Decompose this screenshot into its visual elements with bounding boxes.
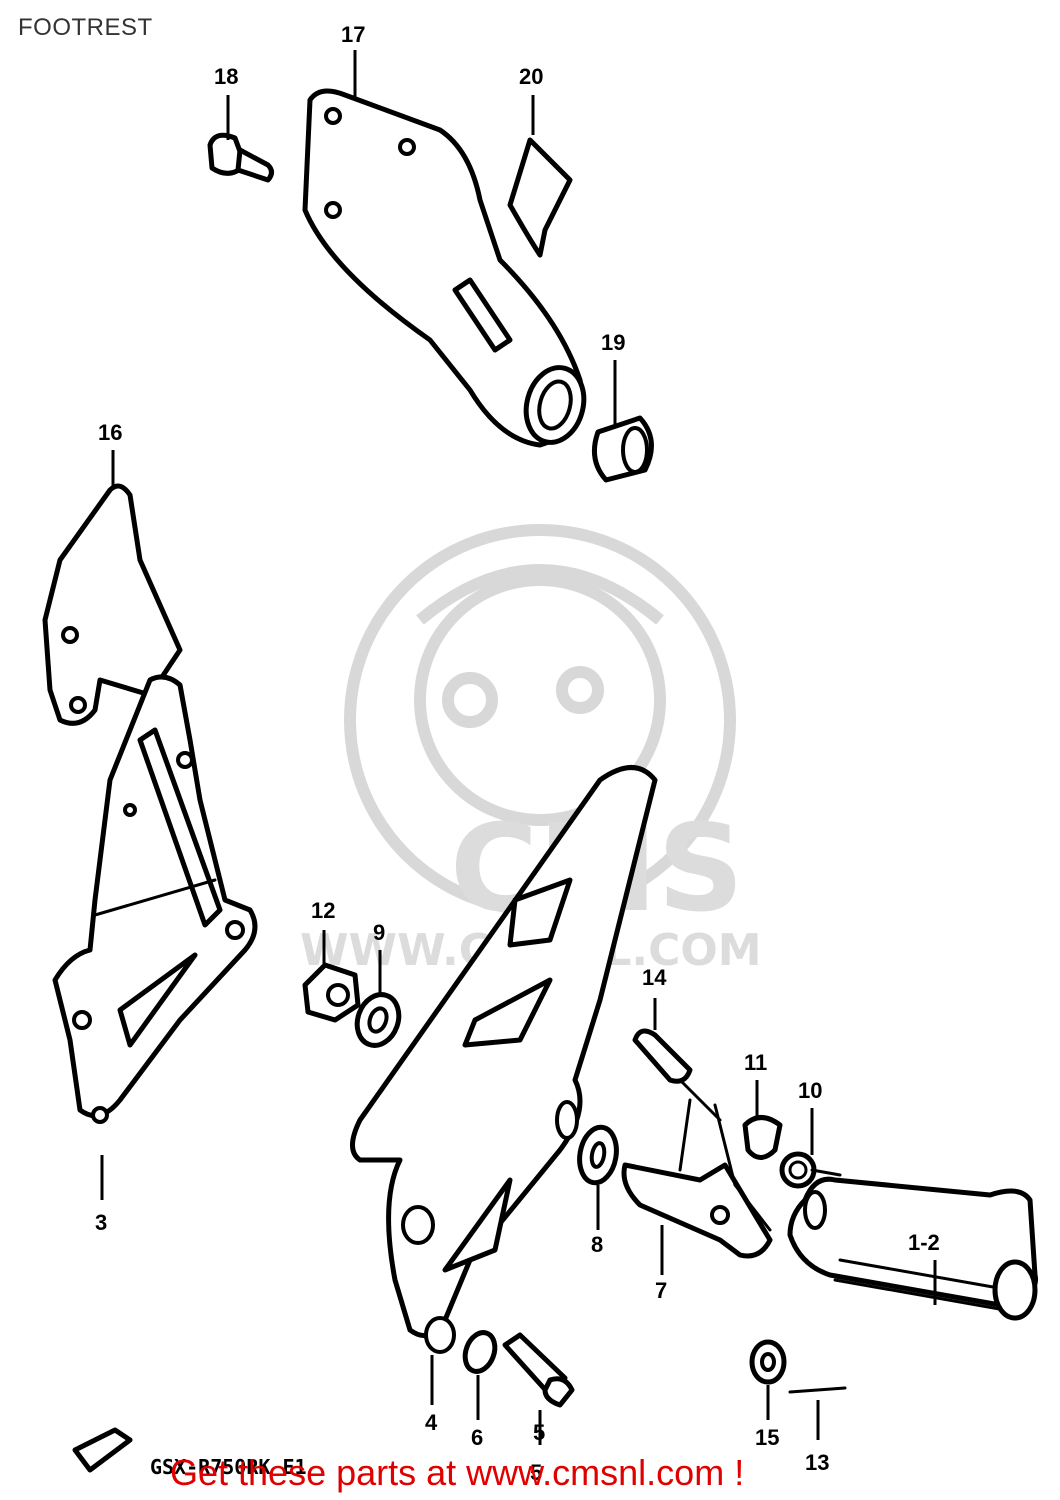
callout-4[interactable]: 4 — [425, 1410, 438, 1435]
callout-5-lower[interactable]: 5 — [530, 1460, 542, 1485]
callout-11[interactable]: 11 — [744, 1050, 767, 1075]
callout-17[interactable]: 17 — [341, 22, 365, 47]
callout-3[interactable]: 3 — [95, 1210, 107, 1235]
leader-lines — [100, 50, 937, 1445]
callout-19[interactable]: 19 — [601, 330, 625, 355]
part-8-washer[interactable] — [575, 1124, 620, 1186]
part-13-cotter-pin[interactable] — [788, 1386, 847, 1394]
part-9-washer[interactable] — [350, 989, 405, 1052]
part-16-bracket[interactable] — [42, 483, 183, 726]
part-10-spring[interactable] — [779, 1151, 842, 1189]
part-6-washer[interactable] — [460, 1328, 500, 1375]
part-5-bolt[interactable] — [502, 1332, 575, 1408]
callout-8[interactable]: 8 — [591, 1232, 603, 1257]
callout-7[interactable]: 7 — [655, 1278, 667, 1303]
arrow-logo-icon — [72, 1427, 133, 1473]
callout-15[interactable]: 15 — [755, 1425, 779, 1450]
page-title: FOOTREST — [18, 14, 153, 41]
callout-18[interactable]: 18 — [214, 64, 238, 89]
footer-link-text[interactable]: Get these parts at www.cmsnl.com ! — [170, 1452, 745, 1493]
part-main-footrest-plate[interactable] — [350, 765, 658, 1354]
part-20-plate[interactable] — [507, 137, 573, 258]
part-3-footrest-plate[interactable] — [52, 674, 258, 1124]
callout-labels: 17 18 20 19 16 3 12 9 14 11 10 8 7 1-2 4… — [95, 22, 940, 1485]
callout-13[interactable]: 13 — [805, 1450, 829, 1475]
callout-14[interactable]: 14 — [642, 965, 667, 990]
callout-1-2[interactable]: 1-2 — [908, 1230, 940, 1255]
callout-6[interactable]: 6 — [471, 1425, 483, 1450]
model-code: GSX-R750RK E1 — [150, 1455, 307, 1479]
callout-9[interactable]: 9 — [373, 920, 385, 945]
part-19-bushing[interactable] — [591, 415, 654, 483]
callout-16[interactable]: 16 — [98, 420, 122, 445]
part-11-collar[interactable] — [742, 1115, 783, 1160]
part-18-bolt[interactable] — [207, 132, 274, 183]
callout-10[interactable]: 10 — [798, 1078, 822, 1103]
part-17-bracket[interactable] — [302, 88, 592, 449]
callout-12[interactable]: 12 — [311, 898, 335, 923]
part-1-2-footrest-peg[interactable] — [787, 1176, 1039, 1500]
callout-5-upper[interactable]: 5 — [533, 1420, 545, 1445]
part-7-bracket[interactable] — [621, 1098, 773, 1259]
part-14-pin[interactable] — [632, 1028, 722, 1122]
part-15-washer[interactable] — [749, 1339, 787, 1385]
callout-20[interactable]: 20 — [519, 64, 543, 89]
